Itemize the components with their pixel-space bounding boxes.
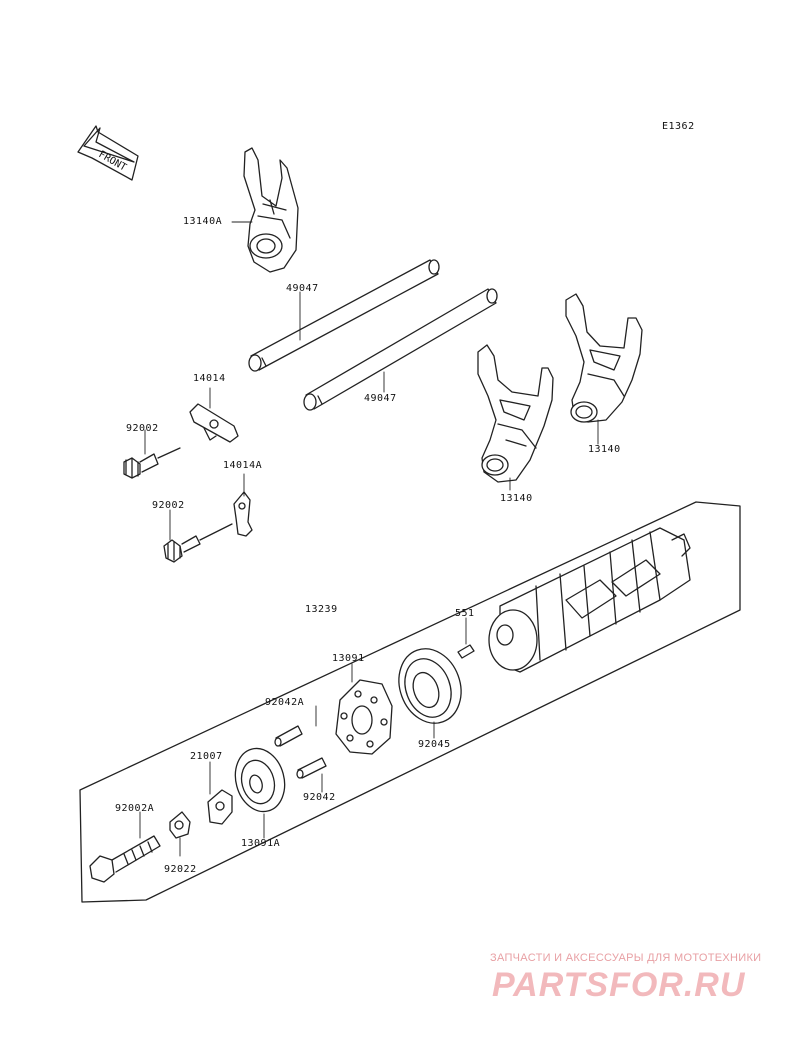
plate-13091A [234, 747, 286, 813]
front-arrow-icon: FRONT [77, 125, 139, 181]
label-14014: 14014 [193, 373, 226, 384]
pin-92042A [274, 725, 303, 747]
bearing-92045 [398, 648, 462, 724]
label-13091A: 13091A [241, 838, 281, 849]
label-13239: 13239 [305, 604, 338, 615]
shift-fork-13140-right [565, 293, 643, 423]
label-92022: 92022 [164, 864, 197, 875]
label-14014A: 14014A [223, 460, 263, 471]
nut-92022 [169, 811, 191, 839]
shift-rod-lower [303, 288, 498, 411]
label-92042A: 92042A [265, 697, 305, 708]
label-13140A: 13140A [183, 216, 223, 227]
pin-551 [457, 644, 475, 659]
cam-13091 [335, 679, 393, 755]
label-13140-right: 13140 [588, 444, 621, 455]
label-92002-lower: 92002 [152, 500, 185, 511]
plate-14014 [189, 403, 239, 443]
diagram-code: E1362 [662, 121, 695, 132]
label-13091: 13091 [332, 653, 365, 664]
label-21007: 21007 [190, 751, 223, 762]
label-13140-middle: 13140 [500, 493, 533, 504]
leader-lines [139, 221, 599, 857]
shift-rod-upper [248, 259, 440, 372]
watermark-tagline: ЗАПЧАСТИ И АКСЕССУАРЫ ДЛЯ МОТОТЕХНИКИ [490, 952, 762, 964]
bolt-92002-upper [123, 447, 181, 479]
label-92002A: 92002A [115, 803, 155, 814]
pin-92042 [296, 757, 327, 779]
label-551: 551 [455, 608, 475, 619]
shift-fork-13140-middle [477, 344, 554, 483]
watermark-logo: PARTSFOR.RU [492, 966, 746, 1004]
shift-drum [488, 527, 691, 673]
plate-14014A [233, 491, 253, 537]
holder-21007 [207, 789, 233, 825]
label-92045: 92045 [418, 739, 451, 750]
label-49047-lower: 49047 [364, 393, 397, 404]
label-49047-upper: 49047 [286, 283, 319, 294]
bolt-92002A [89, 835, 161, 883]
label-92002-upper: 92002 [126, 423, 159, 434]
shift-drum-assembly-frame [79, 501, 741, 903]
label-92042: 92042 [303, 792, 336, 803]
shift-fork-13140A [243, 147, 299, 273]
bolt-92002-lower [163, 523, 233, 563]
